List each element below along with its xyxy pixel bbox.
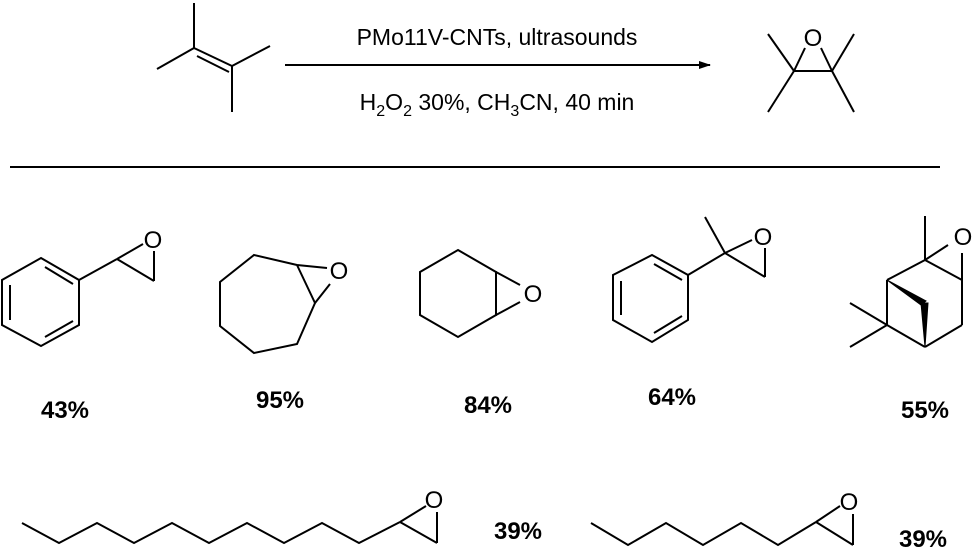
svg-text:O: O xyxy=(954,224,973,251)
tetramethyloxirane-structure: O xyxy=(767,25,855,113)
yield-pinene-oxide: 55% xyxy=(901,397,949,424)
reagents-line-2: H2O2 30%, CH3CN, 40 min xyxy=(360,89,635,120)
svg-text:O: O xyxy=(840,489,859,516)
epoxydodecane-structure: O xyxy=(21,487,444,545)
yield-cyclohexene-oxide: 84% xyxy=(464,392,512,419)
cyclooctene-oxide-structure: O xyxy=(219,253,349,355)
reagents-line-1: PMo11V-CNTs, ultrasounds xyxy=(357,24,638,50)
svg-text:O: O xyxy=(524,281,543,308)
svg-text:O: O xyxy=(754,224,773,251)
yield-cyclooctene-oxide: 95% xyxy=(256,387,304,414)
svg-text:O: O xyxy=(144,227,163,254)
svg-text:O: O xyxy=(330,258,349,285)
yield-styrene-oxide: 43% xyxy=(41,397,89,424)
styrene-oxide-structure: O xyxy=(1,227,163,348)
yield-epoxydodecane: 39% xyxy=(494,518,542,545)
yield-methylstyrene-oxide: 64% xyxy=(648,384,696,411)
pinene-oxide-structure: O xyxy=(849,216,973,348)
epoxyoctane-structure: O xyxy=(590,489,859,547)
methylstyrene-oxide-structure: O xyxy=(612,216,773,344)
svg-text:O: O xyxy=(804,25,823,52)
tetramethylethylene-structure xyxy=(156,3,271,112)
yield-epoxyoctane: 39% xyxy=(899,526,947,551)
svg-text:O: O xyxy=(425,487,444,514)
cyclohexene-oxide-structure: O xyxy=(419,248,543,339)
